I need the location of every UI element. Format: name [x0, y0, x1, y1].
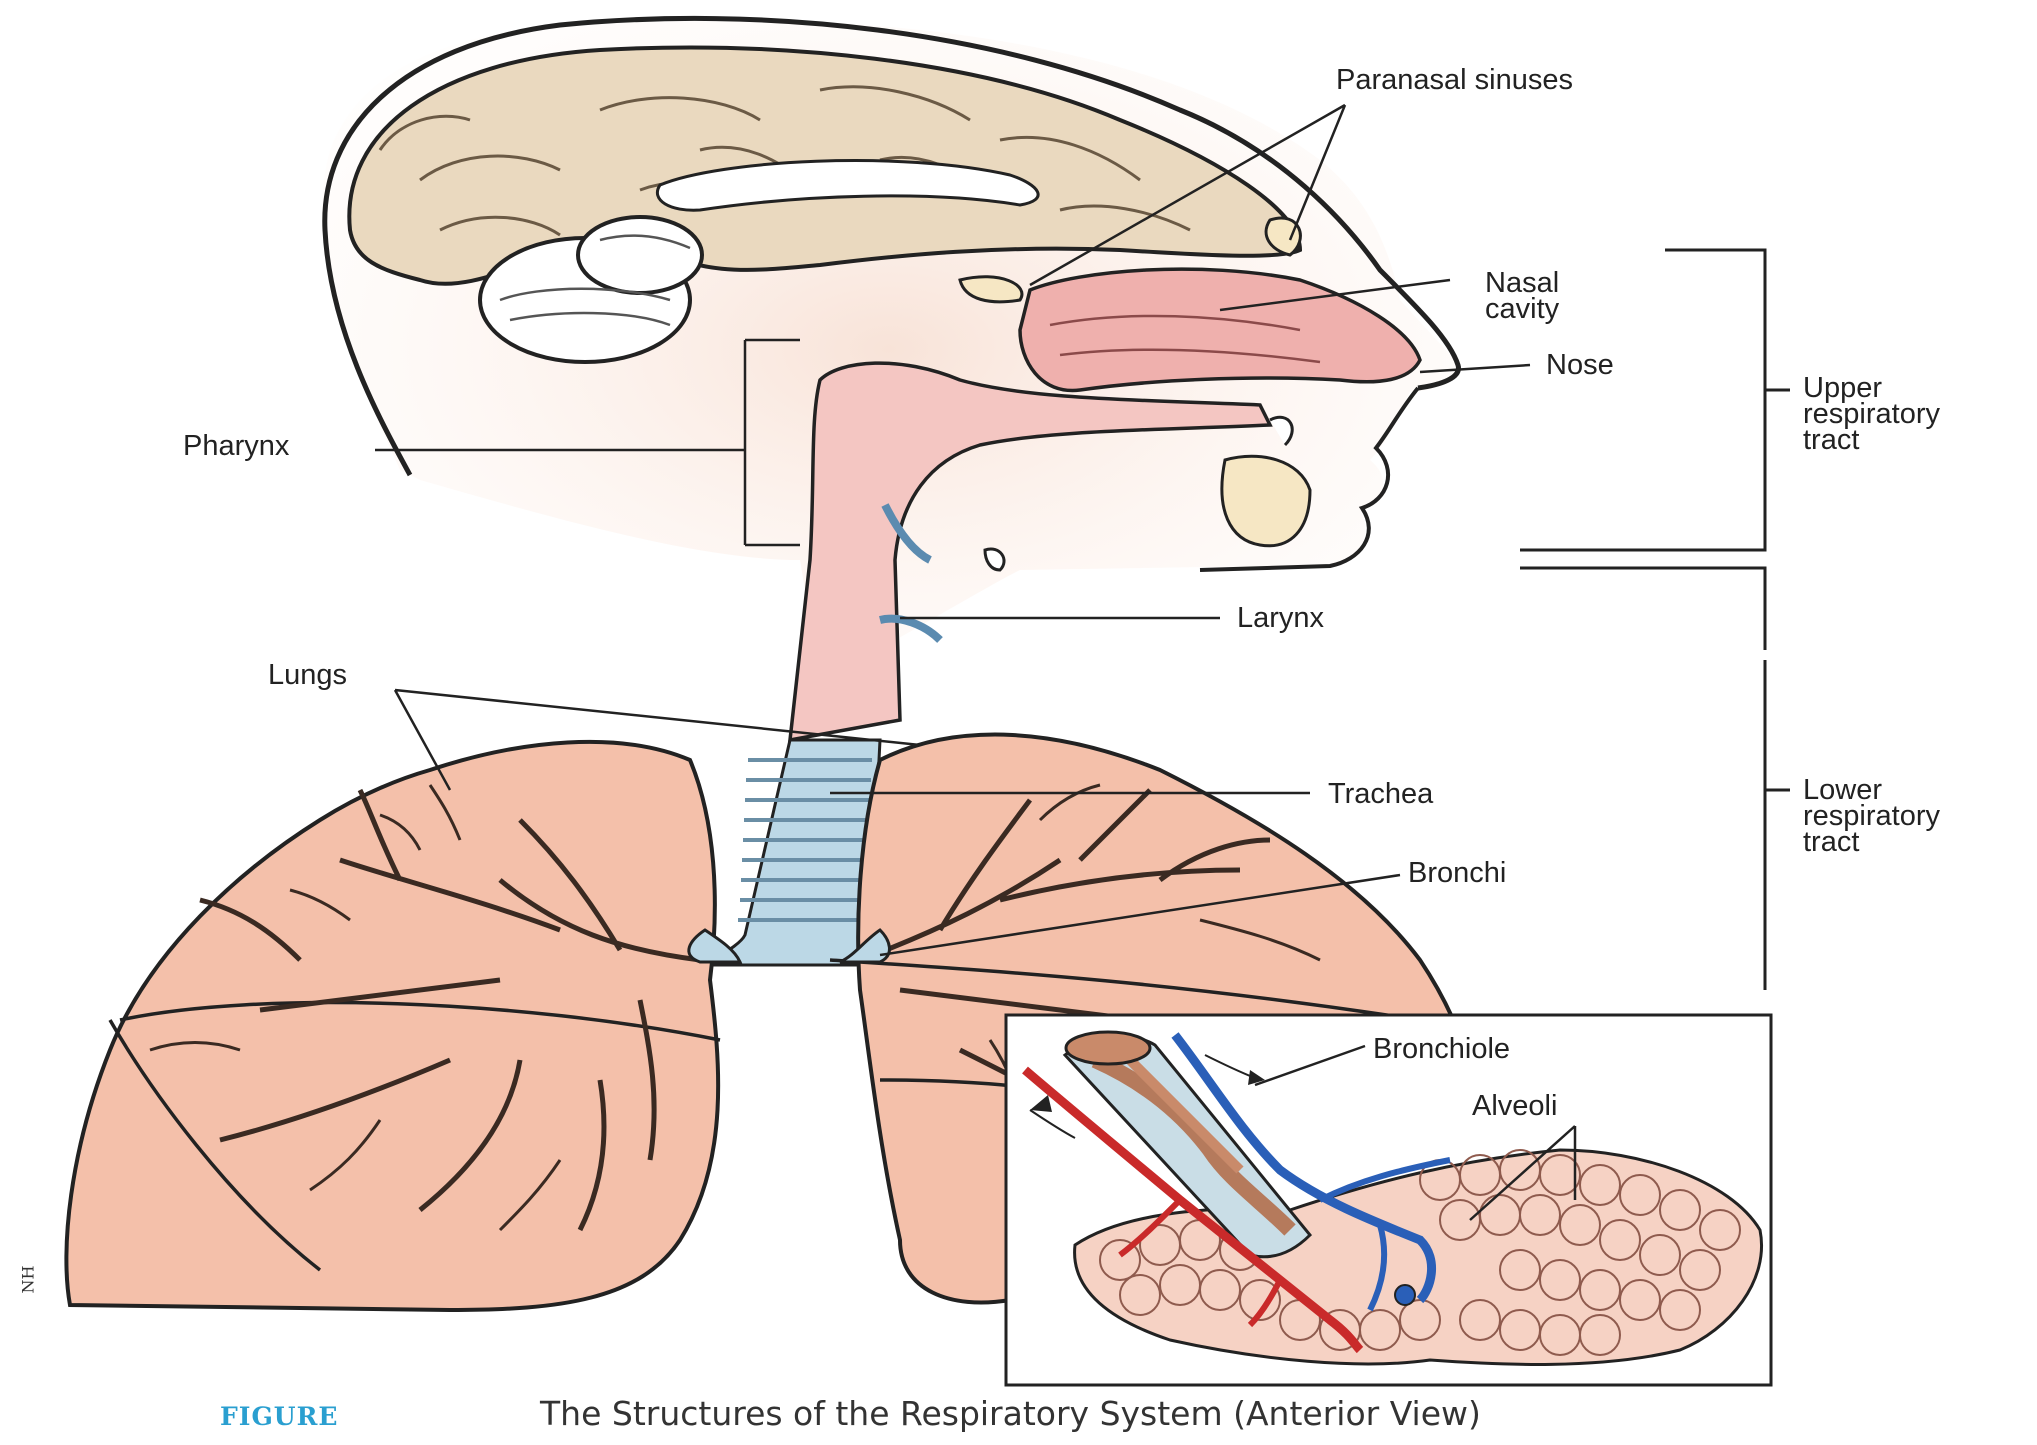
cerebellum	[478, 215, 704, 364]
nasal-cavity-label: Nasal cavity	[1485, 267, 1560, 325]
tract-brackets	[1520, 248, 1790, 990]
bronchi	[687, 928, 891, 964]
bronchi-label: Bronchi	[1408, 857, 1507, 889]
artist-signature: NH	[18, 1265, 38, 1294]
bronchiole-label: Bronchiole	[1373, 1033, 1511, 1065]
paranasal-sinuses-label: Paranasal sinuses	[1336, 64, 1573, 96]
pharynx-label: Pharynx	[183, 430, 290, 462]
figure-caption: The Structures of the Respiratory System…	[540, 1394, 1481, 1433]
lower-respiratory-tract-label: Lower respiratory tract	[1803, 774, 1940, 858]
nasal-cavity	[1018, 267, 1422, 393]
paranasal-sinuses	[958, 216, 1302, 304]
brain	[347, 45, 1303, 286]
bronchiole-inset	[1004, 1013, 1773, 1387]
mouth	[983, 415, 1312, 572]
lungs-label: Lungs	[268, 659, 348, 691]
figure-label: FIGURE	[220, 1402, 339, 1431]
leader-lines	[375, 103, 1577, 1221]
trachea-label: Trachea	[1328, 778, 1434, 810]
nose-label: Nose	[1546, 349, 1614, 381]
pharynx-airway	[788, 361, 1273, 743]
left-lung	[64, 739, 721, 1313]
larynx-label: Larynx	[1237, 602, 1325, 634]
upper-respiratory-tract-label: Upper respiratory tract	[1803, 372, 1940, 456]
alveoli-label: Alveoli	[1472, 1090, 1558, 1122]
